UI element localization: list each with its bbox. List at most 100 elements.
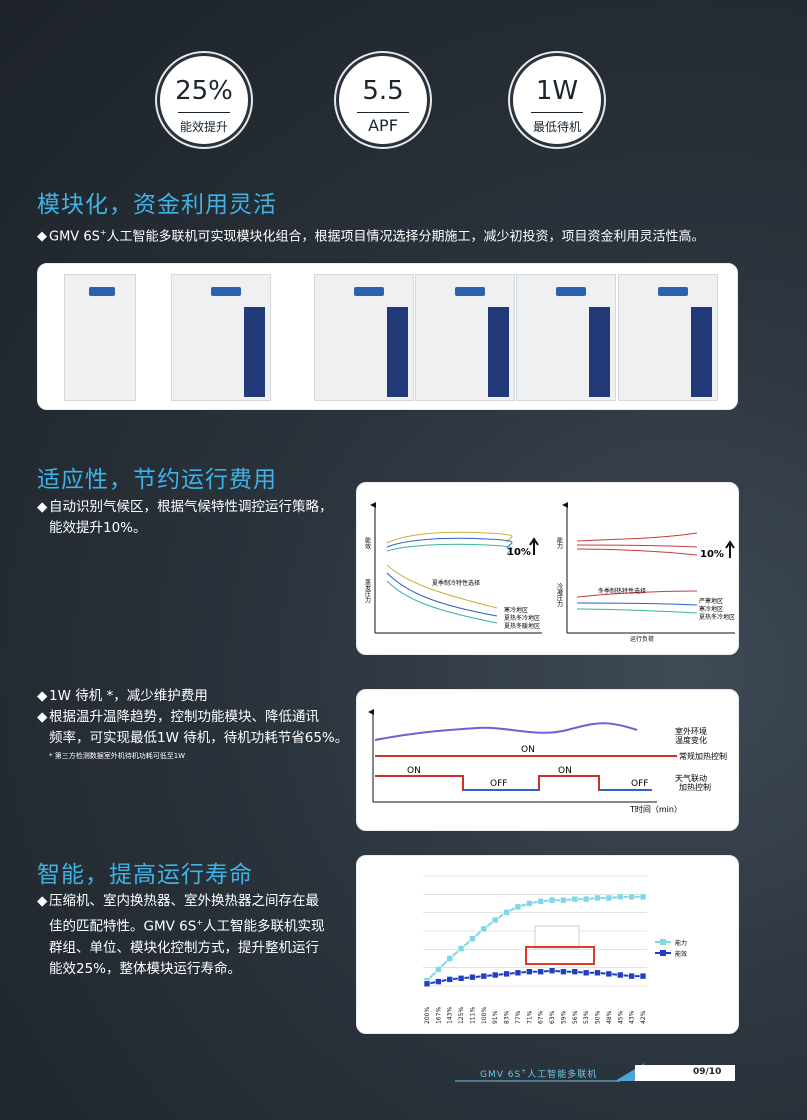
section-text-standby: ◆1W 待机 *，减少维护费用 ◆根据温升温降趋势，控制功能模块、降低通讯 频率… — [37, 688, 349, 760]
brand-logo — [455, 287, 486, 296]
efficiency-point — [571, 968, 579, 975]
efficiency-point — [480, 972, 488, 980]
left-y-bottom: 蒸发压力 — [364, 578, 371, 604]
capacity-point — [594, 894, 601, 902]
x-tick-label: 91% — [492, 1010, 499, 1024]
efficiency-point — [605, 970, 613, 978]
right-x-label: 运行负荷 — [630, 635, 654, 643]
x-tick-label: 143% — [447, 1007, 454, 1024]
brand-logo — [556, 287, 587, 296]
footer-decoration — [455, 1063, 735, 1082]
section-title-lifetime: 智能，提高运行寿命 — [37, 862, 253, 888]
capacity-point — [537, 897, 544, 905]
capacity-point — [446, 955, 454, 962]
outdoor-unit — [171, 274, 271, 401]
climate-chart-panel: 10% 夏季制冷特性选择 寒冷地区 夏热冬冷地区 夏热冬暖地区 能效 蒸发压力 … — [356, 482, 739, 655]
efficiency-point — [457, 975, 465, 982]
stat-label: 能效提升 — [179, 120, 228, 134]
climate-chart: 10% 夏季制冷特性选择 寒冷地区 夏热冬冷地区 夏热冬暖地区 能效 蒸发压力 … — [364, 502, 735, 643]
efficiency-point — [503, 970, 510, 978]
left-legend-3: 夏热冬暖地区 — [504, 622, 540, 630]
capacity-point — [526, 900, 533, 907]
capacity-point — [560, 896, 567, 904]
stat-efficiency: 25% 能效提升 — [160, 56, 248, 144]
modules-panel — [37, 263, 738, 410]
label-normal-heat: 常规加热控制 — [679, 751, 727, 761]
label-ambient: 室外环境 — [675, 726, 707, 736]
x-tick-label: 45% — [617, 1010, 624, 1024]
bullet-icon: ◆ — [37, 499, 48, 515]
efficiency-point — [560, 968, 567, 975]
section-title-modular: 模块化，资金利用灵活 — [37, 192, 277, 218]
outdoor-unit — [314, 274, 414, 401]
efficiency-point — [548, 967, 556, 974]
capacity-point — [628, 893, 635, 901]
x-tick-label: 71% — [526, 1010, 533, 1024]
right-percent: 10% — [700, 549, 724, 560]
stat-standby: 1W 最低待机 — [513, 56, 601, 144]
right-legend-1: 严寒地区 — [699, 597, 723, 605]
section-text-modular: ◆GMV 6S+人工智能多联机可实现模块化组合，根据项目情况选择分期施工，减少初… — [37, 222, 705, 247]
stat-value: 25% — [175, 76, 233, 106]
brand-logo — [89, 287, 115, 296]
page-number: 09/10 — [693, 1067, 722, 1077]
capacity-point — [503, 908, 510, 916]
left-y-top: 能效 — [364, 536, 371, 550]
x-tick-label: 67% — [538, 1010, 545, 1024]
on-label: ON — [558, 766, 572, 776]
left-percent: 10% — [507, 547, 531, 558]
efficiency-point — [491, 971, 499, 979]
standby-chart-panel: 室外环境 温度变化 ON 常规加热控制 ON OFF ON OFF 天气联动 加… — [356, 689, 739, 831]
right-y-bottom: 冷凝压力 — [556, 582, 563, 608]
on-label: ON — [407, 766, 421, 776]
x-tick-label: 43% — [629, 1010, 636, 1024]
efficiency-point — [423, 980, 431, 988]
x-tick-label: 59% — [560, 1010, 567, 1024]
label-weather-heat-2: 加热控制 — [679, 782, 711, 792]
x-tick-label: 200% — [424, 1007, 431, 1024]
stat-label: APF — [368, 116, 398, 135]
highlight-box — [525, 946, 595, 965]
label-weather-heat: 天气联动 — [675, 773, 707, 783]
x-tick-label: 63% — [549, 1010, 556, 1024]
legend-efficiency: 能效 — [675, 950, 687, 958]
stat-apf: 5.5 APF — [339, 56, 427, 144]
stat-label: 最低待机 — [532, 120, 581, 134]
right-chart-title: 冬季制热特性选择 — [598, 587, 646, 595]
outdoor-unit — [415, 274, 515, 401]
left-legend-1: 寒冷地区 — [504, 606, 528, 614]
off-label: OFF — [631, 779, 648, 789]
left-chart-title: 夏季制冷特性选择 — [432, 579, 480, 587]
efficiency-point — [446, 976, 454, 983]
bullet-icon: ◆ — [37, 688, 48, 704]
x-tick-label: 53% — [583, 1010, 590, 1024]
left-legend-2: 夏热冬冷地区 — [504, 614, 540, 622]
stat-value: 1W — [535, 76, 579, 106]
x-tick-label: 50% — [595, 1010, 602, 1024]
outdoor-unit — [64, 274, 136, 401]
efficiency-point — [526, 968, 533, 975]
x-axis-label: T时间（min） — [629, 804, 682, 814]
off-label: OFF — [490, 779, 507, 789]
indoor-unit-image — [534, 925, 580, 949]
brand-logo — [354, 287, 385, 296]
capacity-point — [514, 903, 522, 911]
right-y-top: 能力 — [556, 536, 563, 550]
x-tick-label: 42% — [640, 1010, 647, 1024]
capacity-chart: 200%167%143%125%111%100%91%83%77%71%67%6… — [423, 875, 687, 1024]
capacity-point — [582, 895, 590, 903]
capacity-point — [616, 893, 624, 901]
stat-value: 5.5 — [362, 76, 404, 106]
efficiency-point — [514, 969, 522, 977]
efficiency-point — [537, 968, 544, 975]
x-tick-label: 77% — [515, 1010, 522, 1024]
capacity-point — [571, 895, 579, 903]
capacity-point — [480, 925, 488, 933]
outdoor-unit — [516, 274, 616, 401]
brand-logo — [211, 287, 242, 296]
efficiency-point — [435, 978, 442, 985]
section-title-adaptive: 适应性，节约运行费用 — [37, 467, 277, 493]
x-tick-label: 83% — [504, 1010, 511, 1024]
right-legend-2: 寒冷地区 — [699, 605, 723, 613]
x-tick-label: 56% — [572, 1010, 579, 1024]
